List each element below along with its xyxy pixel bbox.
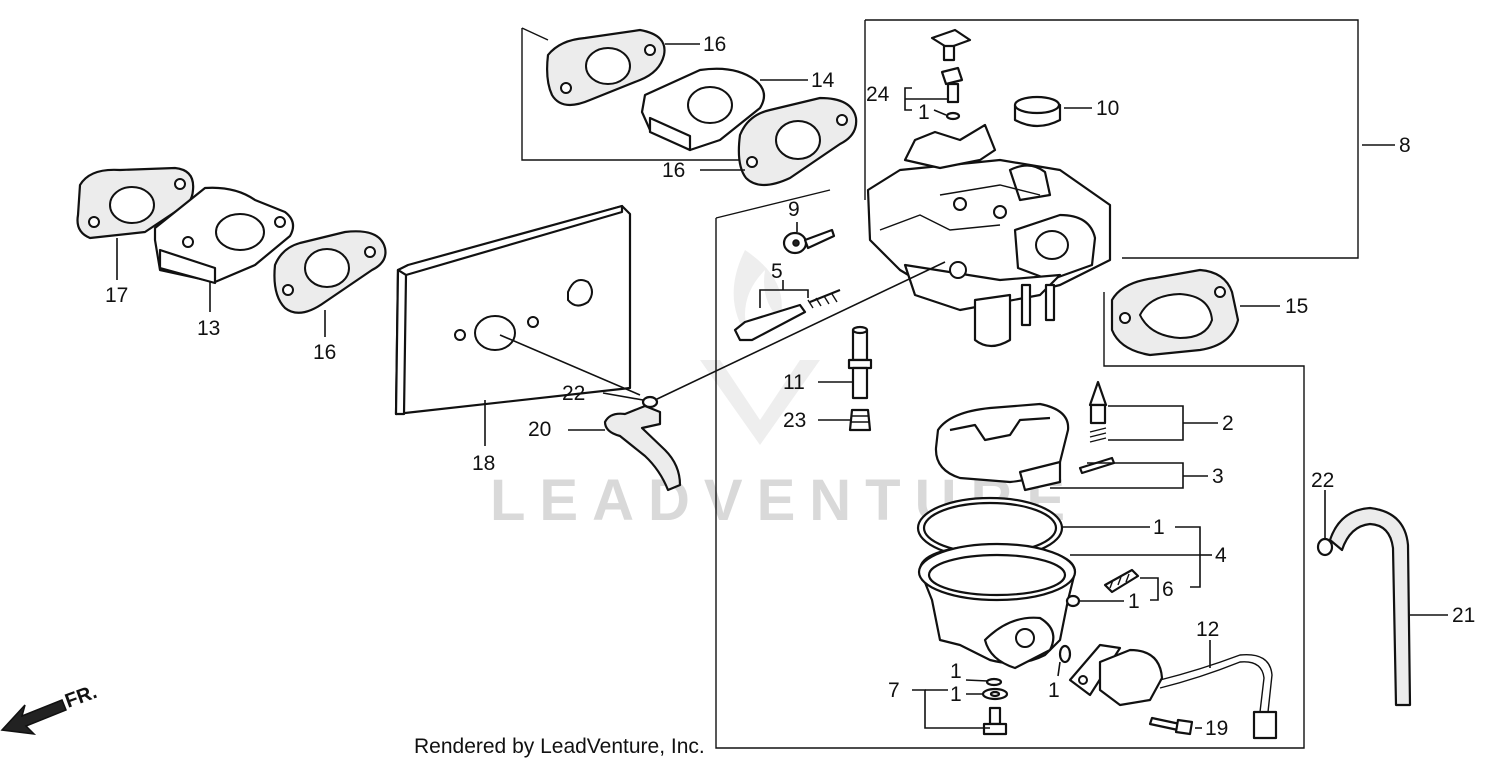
callout-22-right: 22 (1311, 469, 1334, 492)
callout-3: 3 (1212, 465, 1224, 488)
gasket-16-middle (737, 96, 858, 187)
callout-17: 17 (105, 284, 128, 307)
float-chamber-4 (917, 542, 1077, 670)
washer-1-bolt-b (981, 687, 1009, 701)
callout-1-bolt-b: 1 (950, 683, 962, 706)
callout-16-lower: 16 (313, 341, 336, 364)
callout-6: 6 (1162, 578, 1174, 601)
callout-4: 4 (1215, 544, 1227, 567)
gasket-15 (1110, 268, 1240, 357)
callout-1-drain: 1 (1128, 590, 1140, 613)
drain-screw-6 (1103, 568, 1140, 594)
plate-18 (394, 204, 632, 416)
watermark-logo (700, 250, 820, 445)
insulator-14 (640, 67, 766, 152)
main-jet-23 (848, 408, 872, 432)
float (934, 402, 1070, 492)
clip-22-left (641, 395, 659, 409)
o-ring-1-large (916, 496, 1064, 560)
carburetor-body (866, 123, 1112, 348)
callout-10: 10 (1096, 97, 1119, 120)
pilot-screw-5 (733, 288, 841, 342)
gasket-16-upper (546, 28, 666, 107)
callout-16-middle: 16 (662, 159, 685, 182)
callout-24: 24 (866, 83, 890, 106)
gasket-17 (76, 166, 195, 240)
solenoid-12 (1068, 643, 1278, 740)
insulator-13 (153, 186, 295, 285)
callout-22-left: 22 (562, 382, 585, 405)
callout-18: 18 (472, 452, 495, 475)
callout-1-bolt-a: 1 (950, 660, 962, 683)
tube-20 (603, 404, 682, 492)
callout-20: 20 (528, 418, 551, 441)
callout-13: 13 (197, 317, 220, 340)
leader-lines (116, 43, 1448, 729)
gasket-16-lower (273, 230, 387, 314)
group-outline-insulator (521, 27, 742, 161)
callout-9: 9 (788, 198, 800, 221)
tube-21 (1328, 506, 1412, 707)
screw-19 (1148, 716, 1194, 736)
screw-24 (930, 28, 972, 121)
clip-22-right (1316, 537, 1334, 557)
washer-1-solenoid (1058, 644, 1072, 664)
callout-11: 11 (783, 371, 805, 394)
callout-labels: 16 14 16 17 13 16 18 22 20 8 10 24 1 9 5… (105, 33, 1475, 740)
washer-1-drain (1065, 594, 1081, 608)
jet-holder-11 (847, 325, 873, 400)
callout-15: 15 (1285, 295, 1308, 318)
credit-text: Rendered by LeadVenture, Inc. (414, 735, 705, 758)
group-outline-float-chamber (715, 189, 1305, 749)
callout-2: 2 (1222, 412, 1234, 435)
screw-9 (782, 228, 836, 255)
callout-12: 12 (1196, 618, 1219, 641)
callout-7: 7 (888, 679, 900, 702)
front-direction-arrow (0, 699, 67, 736)
callout-16-upper: 16 (703, 33, 726, 56)
callout-14: 14 (811, 69, 835, 92)
float-valve-2 (1088, 380, 1108, 443)
float-pin-3 (1078, 456, 1116, 475)
callout-1-solenoid: 1 (1048, 679, 1060, 702)
cap-10 (1013, 95, 1062, 128)
callout-23: 23 (783, 409, 806, 432)
callout-19: 19 (1205, 717, 1228, 740)
callout-8: 8 (1399, 134, 1411, 157)
callout-5: 5 (771, 260, 783, 283)
callout-1-screw: 1 (918, 101, 930, 124)
bolt-7 (982, 706, 1008, 736)
callout-1-ring: 1 (1153, 516, 1165, 539)
front-direction-label: FR. (62, 681, 100, 713)
washer-1-bolt-a (985, 677, 1003, 687)
callout-21: 21 (1452, 604, 1475, 627)
group-outline-carburetor (864, 19, 1359, 259)
